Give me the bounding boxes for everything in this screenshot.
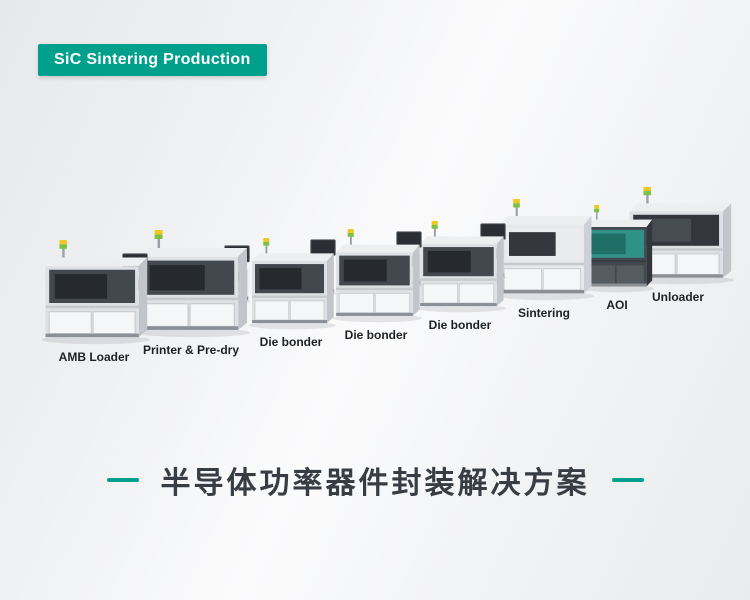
machine-door-left: [422, 283, 459, 304]
production-badge: SiC Sintering Production: [38, 44, 267, 76]
signal-light-icon: [594, 205, 600, 222]
machine-shadow: [41, 335, 150, 345]
machine-side-face: [412, 244, 420, 316]
machine-side-face: [138, 257, 148, 338]
machine-label: Die bonder: [259, 335, 323, 349]
machine-window: [54, 274, 108, 299]
machine-printer-predry: Printer & Pre-dry: [132, 230, 250, 357]
machine-door-right: [616, 264, 645, 284]
signal-light-icon: [59, 240, 67, 260]
machine-die-bonder-1: Die bonder: [246, 238, 336, 349]
machine-top-face: [500, 216, 592, 225]
machine-top-face: [252, 253, 334, 261]
machine-illustration: [494, 199, 594, 301]
machine-die-bonder-3: Die bonder: [414, 221, 506, 332]
machine-shadow: [135, 328, 250, 338]
headline: 半导体功率器件封装解决方案: [0, 458, 750, 502]
machine-side-face: [238, 248, 248, 330]
machine-side-face: [327, 253, 334, 324]
signal-light-icon: [431, 221, 438, 238]
machine-door-left: [338, 292, 375, 314]
machine-sintering: Sintering: [494, 199, 594, 320]
machine-side-face: [584, 216, 592, 294]
machine-window: [259, 267, 302, 290]
machine-shadow: [625, 276, 734, 285]
machine-window: [509, 232, 556, 256]
machine-door-left: [254, 300, 290, 321]
signal-light-icon: [154, 230, 163, 250]
headline-dash-left: [106, 478, 139, 482]
machine-door-right: [92, 311, 136, 335]
machine-label: Printer & Pre-dry: [142, 343, 240, 357]
machine-shadow: [249, 321, 336, 330]
machine-illustration: [414, 221, 506, 313]
headline-dash-right: [611, 478, 644, 482]
machine-illustration: [330, 229, 422, 323]
machine-side-face: [496, 236, 504, 307]
machine-window: [591, 233, 626, 255]
machine-window: [149, 265, 205, 291]
machine-shadow: [333, 314, 422, 323]
machine-shadow: [582, 284, 654, 293]
machine-illustration: [132, 230, 250, 338]
signal-light-icon: [643, 187, 651, 205]
machine-top-face: [139, 248, 248, 257]
machine-door-left: [143, 303, 189, 327]
signal-light-icon: [347, 229, 354, 247]
machine-top-face: [336, 244, 420, 253]
machine-door-right: [542, 268, 582, 291]
machine-door-left: [503, 268, 542, 291]
machine-door-right: [189, 303, 235, 327]
machine-top-face: [629, 203, 732, 212]
machine-illustration: [246, 238, 336, 330]
headline-text: 半导体功率器件封装解决方案: [160, 467, 590, 500]
machine-label: AMB Loader: [58, 350, 130, 364]
machine-label: Unloader: [651, 290, 705, 304]
machine-door-left: [48, 311, 92, 335]
machine-door-right: [374, 292, 411, 314]
machine-window: [427, 250, 471, 273]
machine-side-face: [646, 219, 653, 287]
machine-top-face: [584, 219, 653, 227]
signal-light-icon: [263, 238, 270, 255]
machine-aoi: AOI: [580, 205, 654, 312]
machine-top-face: [420, 236, 504, 244]
machine-shadow: [497, 291, 594, 301]
machine-shadow: [417, 304, 506, 313]
machine-door-right: [676, 253, 720, 275]
machine-window: [343, 259, 387, 282]
machine-top-face: [45, 257, 148, 267]
machine-amb-loader: AMB Loader: [38, 240, 150, 364]
machine-side-face: [722, 203, 732, 278]
machine-label: Die bonder: [344, 328, 408, 342]
machine-illustration: [38, 240, 150, 345]
machine-door-right: [458, 283, 495, 304]
machine-illustration: [580, 205, 654, 293]
machine-label: Die bonder: [428, 318, 492, 332]
machine-die-bonder-2: Die bonder: [330, 229, 422, 342]
signal-light-icon: [513, 199, 520, 218]
machine-label: Sintering: [517, 306, 571, 320]
machine-door-right: [289, 300, 325, 321]
machine-label: AOI: [606, 298, 628, 312]
